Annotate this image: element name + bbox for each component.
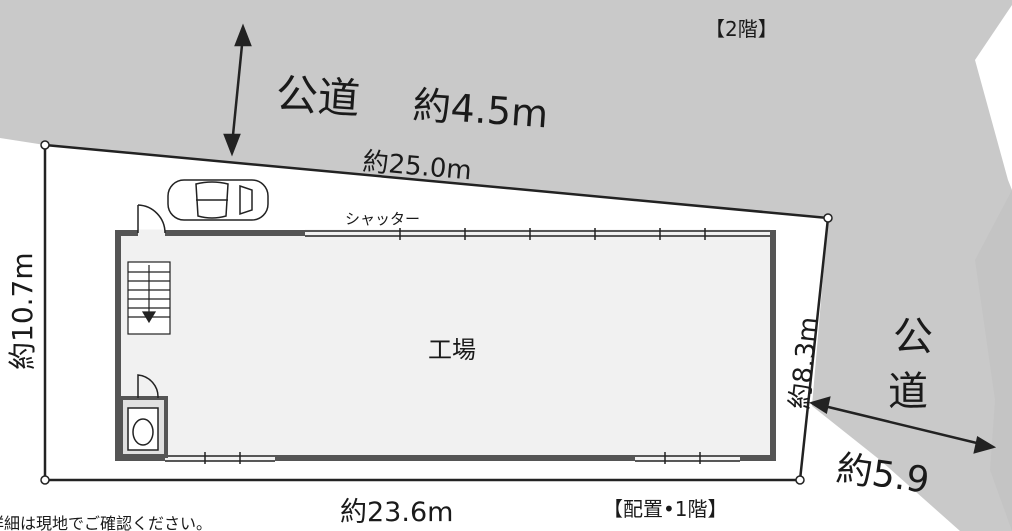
road-right-name-1: 公 xyxy=(893,314,933,360)
entrance-door xyxy=(137,204,166,237)
staircase xyxy=(127,261,171,335)
bottom-windows xyxy=(165,452,740,464)
factory-building xyxy=(115,230,776,461)
dimension-arrow-road-top xyxy=(223,23,252,157)
floor-label-top: 【2階】 xyxy=(705,17,778,41)
road-top-name: 公道 xyxy=(274,69,361,124)
toilet-room xyxy=(119,374,168,458)
dimension-arrow-road-right xyxy=(809,396,997,454)
lot-left-depth: 約10.7m xyxy=(6,252,39,370)
road-right-name-2: 道 xyxy=(888,369,928,415)
lot-bottom-length: 約23.6m xyxy=(340,497,453,528)
shutter xyxy=(305,228,770,240)
car-icon xyxy=(167,179,269,221)
room-label: 工場 xyxy=(428,336,476,364)
public-road-right-edge xyxy=(975,190,1012,531)
floor-label-bottom: 【配置•1階】 xyxy=(603,497,728,521)
note-text: 詳細は現地でご確認ください。 xyxy=(0,514,212,531)
road-top-width: 約4.5m xyxy=(411,83,549,136)
shutter-label: シャッター xyxy=(345,210,420,228)
